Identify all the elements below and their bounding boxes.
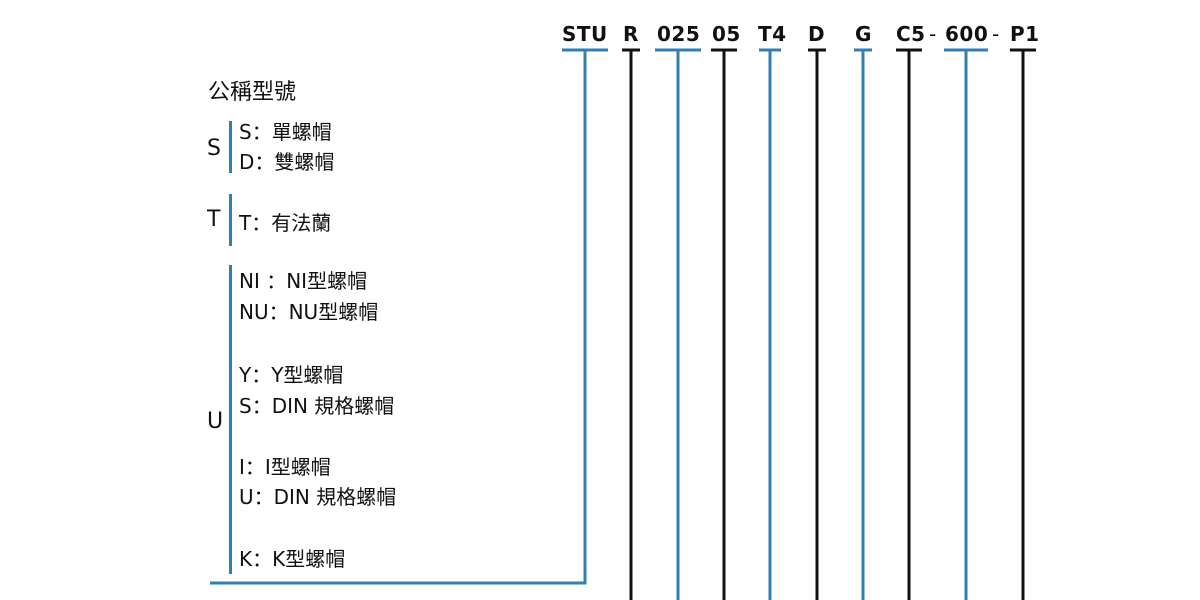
code-part-g: G [855,22,872,46]
connector-stu-path [210,50,587,585]
code-part-r: R [623,22,639,46]
group-u-bar [229,265,232,574]
group-u-item-5: I：I型螺帽 [239,455,331,479]
group-t-bar [229,194,232,246]
group-u-item-7: K：K型螺帽 [239,547,346,571]
code-separator-2: - [992,22,1000,46]
group-u-item-1: NI ：NI型螺帽 [239,269,368,293]
group-s-item-1: S：單螺帽 [239,120,332,144]
code-separator-1: - [929,22,937,46]
group-letter-s: S [207,136,221,161]
code-part-600: 600 [945,22,989,46]
code-part-stu: STU [562,22,608,46]
group-u-item-6: U：DIN 規格螺帽 [239,485,397,509]
group-letter-t: T [207,207,221,232]
code-part-p1: P1 [1010,22,1040,46]
group-letter-u: U [207,409,224,434]
group-s-bar [229,121,232,173]
group-u-item-4: S：DIN 規格螺帽 [239,394,395,418]
group-u-item-2: NU：NU型螺帽 [239,300,379,324]
diagram-title: 公稱型號 [208,80,297,105]
group-s-item-2: D：雙螺帽 [239,150,335,174]
code-part-c5: C5 [896,22,926,46]
group-t-item-1: T：有法蘭 [239,211,332,235]
group-u-item-3: Y：Y型螺帽 [239,363,344,387]
code-part-025: 025 [657,22,701,46]
code-part-t4: T4 [758,22,787,46]
code-part-05: 05 [712,22,741,46]
code-part-d: D [808,22,826,46]
